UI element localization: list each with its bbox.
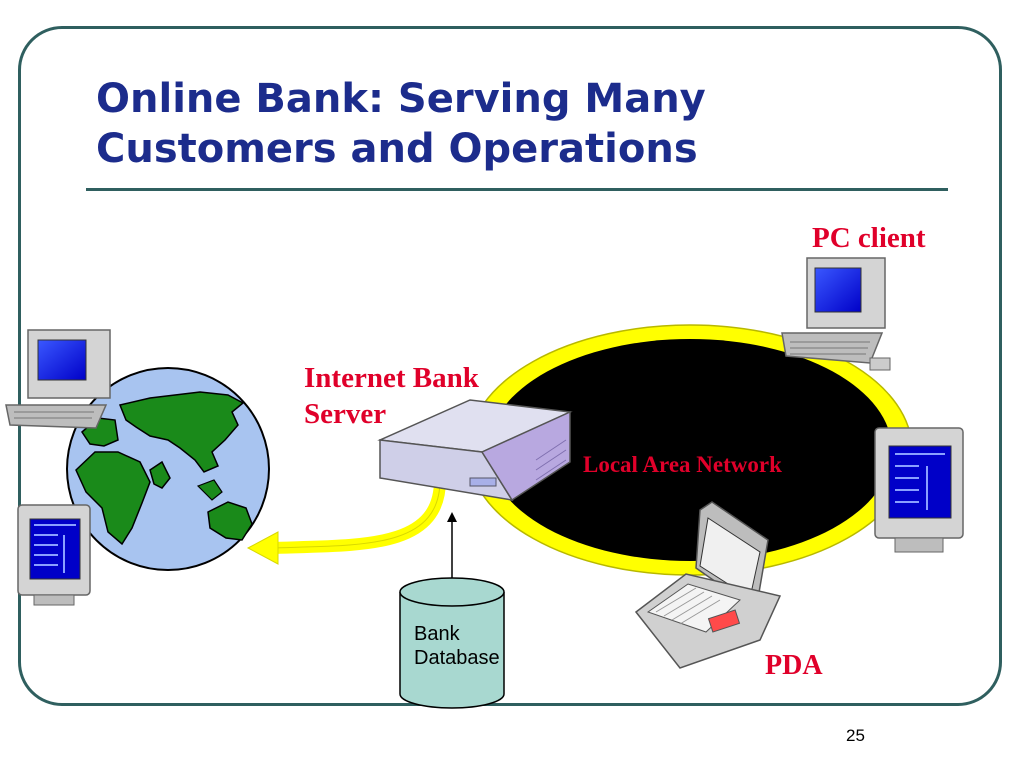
title-line-1: Online Bank: Serving Many: [96, 76, 706, 122]
laptop-icon: [634, 501, 782, 669]
database-icon: [399, 577, 505, 709]
globe-icon: [66, 367, 270, 571]
pda-label: PDA: [765, 650, 823, 681]
slide-title: Online Bank: Serving Many Customers and …: [96, 74, 916, 174]
terminal-icon: [17, 504, 91, 606]
server-icon: [377, 399, 573, 502]
server-label-line-1: Internet Bank: [304, 362, 479, 394]
local-area-network: [467, 324, 913, 576]
server-label-line-2: Server: [304, 398, 387, 430]
title-divider: [86, 188, 948, 191]
desktop-computer-icon: [5, 329, 111, 429]
desktop-computer-icon: [781, 257, 891, 371]
internet-link-arrow: [246, 479, 446, 565]
lan-label: Local Area Network: [583, 452, 782, 477]
pc-client-label: PC client: [812, 222, 926, 254]
server-label: Internet Bank Server: [304, 360, 479, 432]
database-label: Bank Database: [414, 622, 500, 670]
database-label-line-1: Bank: [414, 623, 460, 645]
terminal-icon: [874, 427, 964, 553]
slide-frame: [18, 26, 1002, 706]
database-label-line-2: Database: [414, 647, 500, 669]
title-line-2: Customers and Operations: [96, 126, 698, 172]
page-number: 25: [846, 726, 865, 745]
